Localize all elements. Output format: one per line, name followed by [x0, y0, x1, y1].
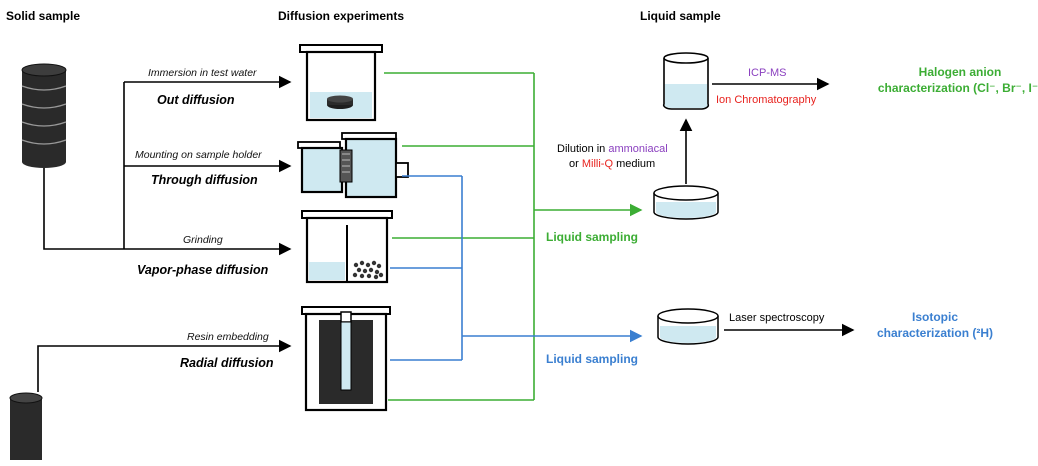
dilution-dish-icon	[653, 185, 719, 220]
method-label-out-diffusion: Out diffusion	[157, 93, 235, 107]
liquid-sampling-blue-label: Liquid sampling	[546, 352, 638, 366]
liquid-sample-header: Liquid sample	[640, 9, 721, 23]
radial-diffusion-cell-icon	[301, 306, 391, 412]
method-label-vapor-phase-diffusion: Vapor-phase diffusion	[137, 263, 269, 277]
icp-ms-label: ICP-MS	[748, 67, 787, 79]
sample-vial-icon	[662, 52, 710, 110]
blue-sampling-lines	[390, 175, 643, 361]
ion-chromatography-label: Ion Chromatography	[716, 94, 817, 106]
method-label-radial-diffusion: Radial diffusion	[180, 356, 274, 370]
dilution-text-line2: or Milli-Q medium	[569, 158, 655, 170]
solid-to-experiment-connectors	[37, 75, 292, 392]
cylinder-core-sample-icon	[9, 392, 43, 460]
liquid-sampling-green-label: Liquid sampling	[546, 230, 638, 244]
method-label-through-diffusion: Through diffusion	[151, 173, 258, 187]
dilution-text-line1: Dilution in ammoniacal	[557, 143, 668, 155]
isotopic-result-line1: Isotopic	[912, 310, 958, 324]
diffusion-experiments-header: Diffusion experiments	[278, 9, 404, 23]
step-label-grinding: Grinding	[183, 234, 223, 246]
isotopic-result-line2: characterization (²H)	[877, 326, 993, 340]
vapor-phase-diffusion-cell-icon	[301, 210, 393, 284]
halogen-result-line2: characterization (Cl⁻, Br⁻, I⁻)	[878, 81, 1038, 95]
out-diffusion-cell-icon	[299, 44, 383, 122]
laser-spectroscopy-label: Laser spectroscopy	[729, 312, 825, 324]
halogen-result-line1: Halogen anion	[919, 65, 1002, 79]
stacked-disc-sample-icon	[21, 63, 67, 168]
green-sampling-lines	[384, 72, 643, 401]
through-diffusion-cell-icon	[297, 132, 409, 199]
step-label-resin-embedding: Resin embedding	[187, 331, 269, 343]
solid-sample-header: Solid sample	[6, 9, 80, 23]
step-label-mounting: Mounting on sample holder	[135, 149, 262, 161]
isotope-dish-icon	[657, 308, 719, 345]
step-label-immersion: Immersion in test water	[148, 67, 257, 79]
